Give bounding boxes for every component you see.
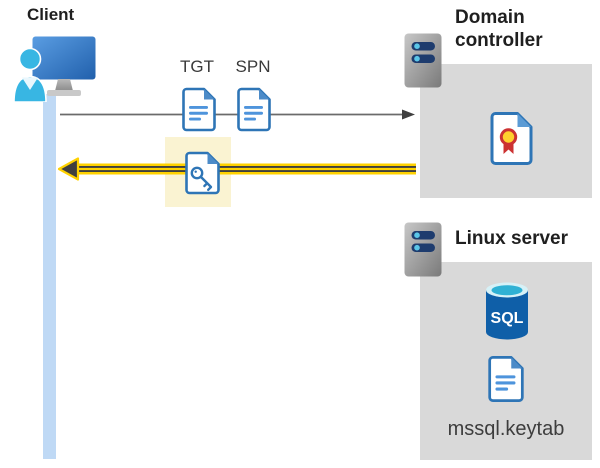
linux-server-icon <box>404 222 442 277</box>
client-user-icon <box>11 46 49 102</box>
client-lifeline <box>43 94 56 459</box>
monitor-icon <box>32 36 96 98</box>
spn-document-icon <box>235 86 273 133</box>
key-document-icon <box>183 150 222 196</box>
response-arrow <box>57 156 416 182</box>
client-title: Client <box>27 5 75 24</box>
domain-controller-server-icon <box>404 33 442 88</box>
request-arrow <box>58 108 416 122</box>
spn-label: SPN <box>235 57 271 76</box>
linux-server-title: Linux server <box>455 228 568 249</box>
tgt-document-icon <box>180 86 218 133</box>
keytab-document-icon <box>486 354 526 404</box>
domain-controller-title: Domain controller <box>455 7 543 52</box>
sql-badge-text: SQL <box>491 310 524 327</box>
keytab-filename-label: mssql.keytab <box>447 418 565 440</box>
certificate-icon <box>488 110 535 167</box>
sql-database-icon: SQL <box>484 281 530 340</box>
tgt-label: TGT <box>180 57 214 76</box>
